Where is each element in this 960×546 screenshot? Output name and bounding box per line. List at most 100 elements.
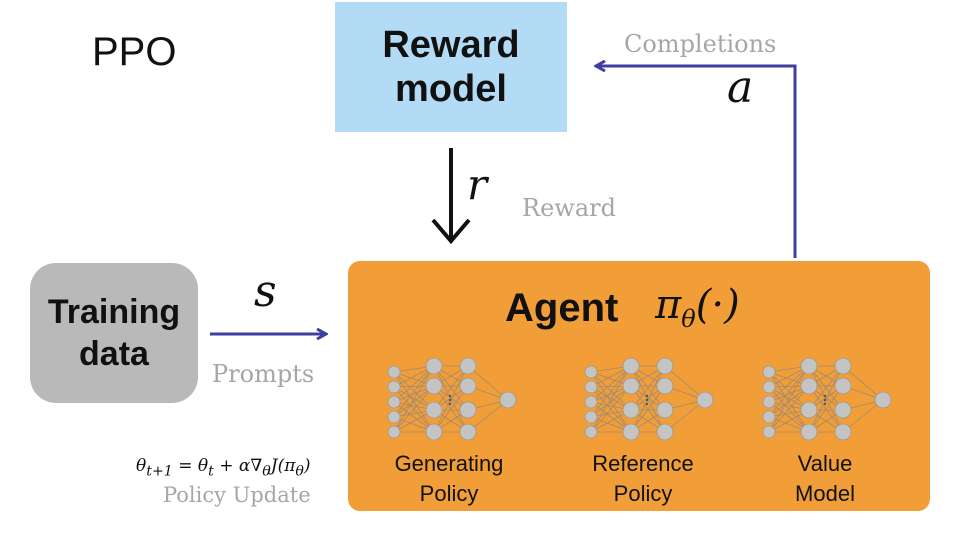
neural-net-node xyxy=(459,423,477,441)
neural-net-node xyxy=(425,401,443,419)
agent-symbol-arg: (·) xyxy=(695,282,740,328)
neural-net-edge xyxy=(590,365,632,418)
neural-net-edge xyxy=(768,365,810,418)
neural-net-icon xyxy=(584,357,714,441)
neural-net-node xyxy=(622,377,640,395)
agent-symbol-sub: θ xyxy=(681,305,696,333)
completions-var: a xyxy=(727,62,754,113)
neural-net-node xyxy=(834,401,852,419)
training-data-box: Training data xyxy=(30,263,198,403)
agent-title: Agent xyxy=(505,286,619,330)
neural-net-icon xyxy=(387,357,517,441)
neural-net-icon xyxy=(762,357,892,441)
neural-net-node xyxy=(696,391,714,409)
neural-net-node xyxy=(622,423,640,441)
neural-net-edge xyxy=(842,399,884,433)
reference-policy-line1: Reference xyxy=(592,451,694,476)
neural-net-node xyxy=(425,377,443,395)
reward-var: r xyxy=(467,160,488,209)
neural-net-node xyxy=(762,395,776,409)
value-model-line2: Model xyxy=(795,481,855,506)
reward-model-box: Reward model xyxy=(335,2,567,132)
neural-net-edge xyxy=(433,365,469,411)
neural-net-edge xyxy=(768,365,810,403)
neural-net-node xyxy=(387,365,401,379)
neural-net-edge xyxy=(393,365,435,418)
neural-net-edge xyxy=(433,385,469,433)
neural-net-node xyxy=(874,391,892,409)
neural-net-node xyxy=(584,410,598,424)
reward-label: Reward xyxy=(522,194,616,222)
neural-net-node xyxy=(387,425,401,439)
neural-net-edge xyxy=(393,365,435,403)
policy-update-label: Policy Update xyxy=(163,483,311,507)
prompts-var: s xyxy=(254,266,277,317)
completions-arrow xyxy=(596,66,797,258)
neural-net-edge xyxy=(393,385,435,433)
neural-net-node xyxy=(425,357,443,375)
neural-net-node xyxy=(584,380,598,394)
neural-net-node xyxy=(834,377,852,395)
neural-net-node xyxy=(387,395,401,409)
neural-net-node xyxy=(800,357,818,375)
neural-net-node xyxy=(800,401,818,419)
neural-net-node xyxy=(584,395,598,409)
generating-policy-line2: Policy xyxy=(419,481,479,506)
neural-net-edge xyxy=(808,365,844,433)
neural-net-node xyxy=(459,377,477,395)
neural-net-ellipsis-dot xyxy=(823,402,827,406)
neural-net-node xyxy=(425,423,443,441)
training-data-label-line2: data xyxy=(79,335,149,373)
generating-policy-label: Generating Policy xyxy=(359,449,539,509)
neural-net-ellipsis-dot xyxy=(448,398,452,402)
neural-net-edge xyxy=(590,365,632,433)
neural-net-node xyxy=(762,425,776,439)
neural-net-ellipsis-dot xyxy=(823,394,827,398)
neural-net-node xyxy=(656,423,674,441)
neural-net-node xyxy=(834,423,852,441)
reference-policy-line2: Policy xyxy=(613,481,673,506)
neural-net-node xyxy=(800,423,818,441)
neural-net-edge xyxy=(590,385,632,433)
neural-net-node xyxy=(622,357,640,375)
neural-net-ellipsis-dot xyxy=(823,398,827,402)
reference-policy-label: Reference Policy xyxy=(553,449,733,509)
neural-net-edge xyxy=(630,365,666,411)
neural-net-node xyxy=(834,357,852,375)
neural-net-node xyxy=(387,380,401,394)
neural-net-edge xyxy=(590,385,632,418)
reward-model-label-line2: model xyxy=(395,68,507,110)
neural-net-edge xyxy=(664,399,706,433)
neural-net-edge xyxy=(630,365,666,433)
neural-net-node xyxy=(762,365,776,379)
neural-net-ellipsis-dot xyxy=(448,394,452,398)
neural-net-node xyxy=(459,401,477,419)
neural-net-edge xyxy=(664,365,706,401)
value-model-label: Value Model xyxy=(735,449,915,509)
neural-net-node xyxy=(656,357,674,375)
neural-net-node xyxy=(656,401,674,419)
neural-net-node xyxy=(656,377,674,395)
neural-net-edge xyxy=(768,385,810,418)
neural-net-ellipsis-dot xyxy=(645,402,649,406)
neural-net-edge xyxy=(842,365,884,401)
reward-arrow xyxy=(431,148,471,245)
neural-net-node xyxy=(499,391,517,409)
neural-net-node xyxy=(459,357,477,375)
completions-label: Completions xyxy=(624,30,777,58)
neural-net-edge xyxy=(433,365,469,433)
neural-net-node xyxy=(762,410,776,424)
neural-net-edge xyxy=(808,385,844,433)
neural-net-edge xyxy=(630,385,666,433)
neural-net-node xyxy=(584,365,598,379)
training-data-label-line1: Training xyxy=(47,293,181,331)
neural-net-edge xyxy=(590,365,632,403)
value-model-line1: Value xyxy=(797,451,853,476)
reward-model-label-line1: Reward xyxy=(382,24,520,66)
agent-symbol-base: π xyxy=(655,282,682,328)
neural-net-edge xyxy=(467,365,509,401)
page-title: PPO xyxy=(92,30,177,74)
neural-net-ellipsis-dot xyxy=(645,398,649,402)
neural-net-edge xyxy=(808,365,844,411)
